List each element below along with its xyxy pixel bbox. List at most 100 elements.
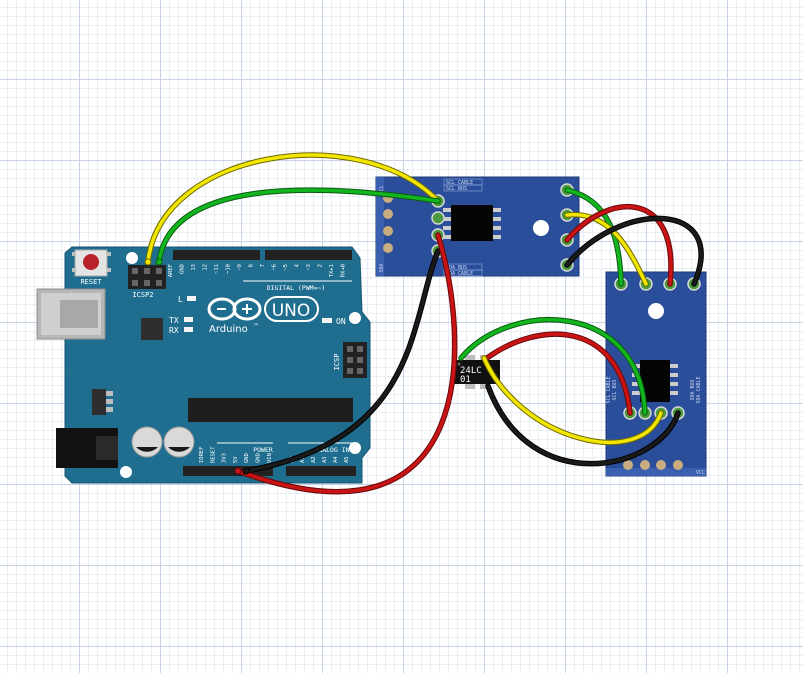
pin-label: ~11: [214, 264, 220, 274]
label-box: [443, 269, 483, 277]
i2c-module-top[interactable]: SCL CABLE SCL BUS SDA BUS SDA CABLE SCL …: [375, 176, 580, 277]
label-sda-cable: SDA CABLE: [446, 271, 473, 277]
atmega-chip: [188, 398, 353, 422]
pad: [640, 460, 650, 470]
pad: [383, 209, 393, 219]
led-rx-label: RX: [169, 326, 179, 335]
pin-label: 5V: [233, 456, 239, 463]
analog-label: ANALOG IN: [314, 446, 349, 454]
wire-end: [144, 258, 152, 266]
led-l: [187, 296, 196, 301]
pin-scl-cable[interactable]: [431, 211, 445, 225]
label-sda-bus: SDA BUS: [690, 379, 696, 400]
eeprom-label-line2: 01: [460, 375, 471, 385]
pad: [656, 460, 666, 470]
pin-label: ~6: [272, 264, 278, 271]
pin-label: A2: [311, 456, 317, 463]
led-tx: [184, 317, 193, 322]
wire-yellow-link[interactable]: [565, 212, 648, 286]
label-sda-bus: SDA BUS: [446, 265, 467, 271]
led-on-label: ON: [336, 317, 346, 326]
icsp2-header[interactable]: [128, 265, 166, 289]
wire-end: [242, 467, 250, 475]
pin-label: ~10: [226, 264, 232, 274]
led-tx-label: TX: [169, 316, 179, 325]
wire-black-eeprom[interactable]: [486, 384, 680, 466]
pin-label: 7: [260, 264, 266, 267]
model-label: UNO: [272, 301, 311, 321]
icsp2-label: ICSP2: [132, 291, 153, 299]
arduino-infinity-logo: [207, 297, 262, 321]
wire-black-link[interactable]: [565, 216, 703, 286]
icsp-header[interactable]: [343, 342, 367, 378]
pad: [383, 226, 393, 236]
mounting-hole: [648, 303, 664, 319]
wire-green-link[interactable]: [565, 188, 623, 286]
uno-badge: [264, 296, 319, 322]
brand-label: Arduino: [209, 324, 248, 335]
wire-end: [155, 258, 163, 266]
wire-red-5v[interactable]: [236, 233, 457, 494]
wire-red-link[interactable]: [565, 205, 673, 286]
label-scl-bus: SCL BUS: [446, 186, 467, 192]
pin-label: GND: [244, 453, 250, 463]
pad: [673, 460, 683, 470]
pin-label: 3V3: [222, 453, 228, 463]
pin-label: 4: [295, 263, 301, 267]
mounting-hole: [349, 442, 361, 454]
led-rx: [184, 327, 193, 332]
pin-label: A3: [322, 456, 328, 463]
wire-end: [234, 467, 242, 475]
pin-label: IOREF: [199, 446, 205, 463]
power-jack: [56, 428, 118, 468]
wire-yellow-eeprom[interactable]: [482, 356, 663, 445]
reset-button[interactable]: [72, 249, 111, 277]
pin-label: 12: [203, 264, 209, 271]
label-corner: VCC: [696, 470, 705, 476]
usb-connector: [36, 288, 106, 340]
pin-label: A4: [333, 456, 339, 463]
pin-label: TX▸1: [329, 264, 335, 277]
pad: [383, 243, 393, 253]
wire-red-eeprom[interactable]: [485, 332, 632, 415]
led-on: [322, 318, 332, 323]
pin-label: 2: [318, 264, 324, 267]
mounting-hole: [349, 312, 361, 324]
capacitor: [131, 426, 163, 458]
digital-header-label: DIGITAL (PWM=~): [267, 284, 326, 292]
mounting-hole: [533, 220, 549, 236]
pin-label: GND: [180, 264, 186, 274]
label-box: [443, 184, 483, 192]
wire-yellow-scl[interactable]: [146, 153, 440, 264]
pin-label: RESET: [210, 446, 216, 463]
pin-label: A5: [344, 456, 350, 463]
label-scl-cable: SCL CABLE: [606, 376, 612, 403]
label-scl-cable: SCL CABLE: [446, 180, 473, 186]
wire-green-sda[interactable]: [157, 188, 440, 264]
mounting-hole: [120, 466, 132, 478]
label-edge-bottom: SDA: [379, 263, 385, 272]
trademark-label: ™: [253, 323, 259, 330]
wire-black-gnd[interactable]: [244, 249, 440, 473]
pin-label: AREF: [168, 264, 174, 277]
pin-label: A1: [300, 456, 306, 463]
analog-header[interactable]: [286, 466, 356, 476]
voltage-regulator: [92, 389, 113, 415]
label-sda-cable: SDA CABLE: [696, 376, 702, 403]
digital-header[interactable]: [173, 250, 352, 260]
eeprom-label-line1: 24LC: [460, 366, 482, 376]
usb-chip: [141, 318, 163, 340]
power-label: POWER: [253, 446, 273, 454]
label-scl-bus: SCL BUS: [612, 379, 618, 400]
pin-label: ~5: [283, 264, 289, 271]
icsp-label: ICSP: [333, 354, 341, 371]
pin-label: VIN: [267, 453, 273, 463]
pin-label: ~9: [237, 264, 243, 271]
pad: [623, 460, 633, 470]
power-header[interactable]: [183, 466, 273, 476]
capacitor: [163, 426, 195, 458]
wire-green-eeprom[interactable]: [459, 318, 647, 415]
